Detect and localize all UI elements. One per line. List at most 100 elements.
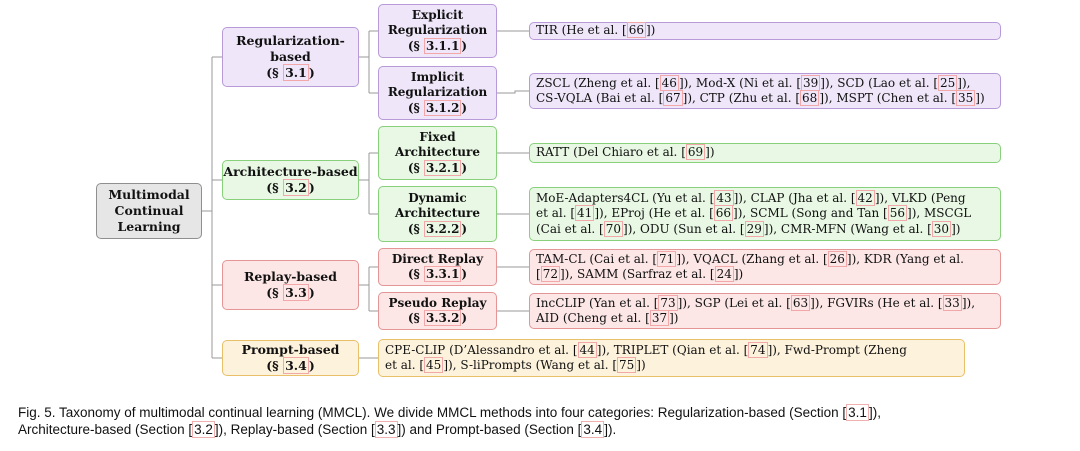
section-ref: (§ 3.1.1) — [407, 37, 468, 54]
figure-caption: Fig. 5. Taxonomy of multimodal continual… — [18, 404, 1078, 438]
ref-number[interactable]: 66 — [626, 22, 646, 39]
subcategory-label: Explicit — [411, 7, 464, 22]
category-label: Architecture-based — [223, 164, 358, 179]
method-line: et al. [41]), EProj (He et al. [66]), SC… — [536, 205, 972, 222]
ref-number[interactable]: 75 — [617, 357, 637, 373]
caption-line: Fig. 5. Taxonomy of multimodal continual… — [18, 404, 881, 421]
section-number[interactable]: 3.2 — [283, 179, 309, 196]
ref-number[interactable]: 45 — [424, 357, 444, 373]
ref-number[interactable]: 25 — [938, 74, 958, 91]
ref-number[interactable]: 3.2 — [192, 421, 215, 438]
ref-number[interactable]: 29 — [744, 220, 764, 237]
ref-number[interactable]: 69 — [685, 144, 706, 161]
connector — [497, 90, 529, 94]
section-ref: (§ 3.3) — [266, 284, 315, 301]
subcategory-label: Architecture — [395, 206, 480, 221]
section-ref: (§ 3.2.1) — [407, 159, 468, 176]
methods-text: RATT (Del Chiaro et al. [69]) — [536, 144, 715, 161]
ref-number[interactable]: 33 — [942, 294, 962, 311]
section-ref: (§ 3.1.2) — [407, 99, 468, 116]
ref-number[interactable]: 43 — [714, 189, 734, 206]
category-reg: Regularization-based(§ 3.1) — [222, 27, 359, 87]
methods-replay-0: TAM-CL (Cai et al. [71]), VQACL (Zhang e… — [529, 249, 1001, 285]
subcategory-replay-1: Pseudo Replay(§ 3.3.2) — [378, 292, 497, 330]
ref-number[interactable]: 44 — [577, 341, 597, 358]
ref-number[interactable]: 46 — [659, 74, 679, 91]
ref-number[interactable]: 41 — [575, 205, 595, 222]
ref-number[interactable]: 70 — [603, 220, 623, 237]
subcategory-replay-0: Direct Replay(§ 3.3.1) — [378, 248, 497, 286]
section-number[interactable]: 3.2.1 — [424, 159, 462, 176]
methods-reg-1: ZSCL (Zheng et al. [46]), Mod-X (Ni et a… — [529, 73, 1001, 109]
method-line: (Cai et al. [70]), ODU (Sun et al. [29])… — [536, 220, 961, 237]
methods-arch-0: RATT (Del Chiaro et al. [69]) — [529, 143, 1001, 163]
ref-number[interactable]: 35 — [956, 90, 976, 106]
methods-text: TAM-CL (Cai et al. [71]), VQACL (Zhang e… — [536, 250, 964, 283]
section-number[interactable]: 3.3 — [283, 284, 309, 301]
subcategory-label: Architecture — [395, 145, 480, 160]
methods-prompt: CPE-CLIP (D’Alessandro et al. [44]), TRI… — [378, 339, 965, 377]
ref-number[interactable]: 3.4 — [581, 421, 605, 438]
methods-text: TIR (He et al. [66]) — [536, 22, 656, 39]
methods-text: ZSCL (Zheng et al. [46]), Mod-X (Ni et a… — [536, 74, 985, 107]
section-ref: (§ 3.3.2) — [407, 310, 468, 326]
section-ref: (§ 3.2.2) — [407, 220, 468, 237]
section-ref: (§ 3.3.1) — [407, 266, 468, 282]
category-label: based — [270, 49, 311, 64]
section-number[interactable]: 3.1.2 — [424, 99, 462, 116]
method-line: MoE-Adapters4CL (Yu et al. [43]), CLAP (… — [536, 189, 966, 206]
methods-replay-1: IncCLIP (Yan et al. [73]), SGP (Lei et a… — [529, 293, 1001, 329]
ref-number[interactable]: 42 — [855, 189, 875, 206]
section-ref: (§ 3.4) — [266, 357, 315, 374]
section-ref: (§ 3.2) — [266, 179, 315, 196]
ref-number[interactable]: 56 — [887, 205, 907, 222]
category-prompt: Prompt-based(§ 3.4) — [222, 340, 359, 376]
section-number[interactable]: 3.4 — [283, 357, 309, 374]
section-number[interactable]: 3.1 — [283, 64, 309, 81]
ref-number[interactable]: 71 — [657, 250, 677, 267]
ref-number[interactable]: 30 — [931, 220, 952, 237]
ref-number[interactable]: 74 — [748, 341, 768, 358]
section-ref: (§ 3.1) — [266, 64, 315, 81]
method-line: TAM-CL (Cai et al. [71]), VQACL (Zhang e… — [536, 250, 964, 267]
root-label: Continual — [114, 203, 184, 218]
section-number[interactable]: 3.3.2 — [424, 310, 462, 326]
category-label: Prompt-based — [241, 342, 340, 357]
caption-line: Architecture-based (Section [3.2]), Repl… — [18, 421, 617, 438]
section-number[interactable]: 3.3.1 — [424, 266, 462, 282]
method-line: [72]), SAMM (Sarfraz et al. [24]) — [536, 266, 744, 282]
ref-number[interactable]: 68 — [800, 90, 820, 106]
category-label: Replay-based — [244, 269, 337, 284]
subcategory-label: Fixed — [419, 129, 456, 144]
subcategory-label: Implicit — [410, 69, 465, 84]
root-label: Multimodal — [108, 187, 190, 202]
method-line: TIR (He et al. [66]) — [536, 22, 656, 39]
ref-number[interactable]: 37 — [649, 310, 670, 326]
subcategory-label: Dynamic — [408, 190, 467, 205]
section-number[interactable]: 3.1.1 — [424, 37, 462, 54]
ref-number[interactable]: 66 — [713, 205, 734, 222]
category-label: Regularization- — [236, 33, 345, 48]
ref-number[interactable]: 3.3 — [374, 421, 398, 438]
ref-number[interactable]: 39 — [801, 74, 821, 91]
methods-reg-0: TIR (He et al. [66]) — [529, 22, 1001, 40]
ref-number[interactable]: 63 — [790, 294, 811, 311]
methods-text: CPE-CLIP (D’Alessandro et al. [44]), TRI… — [385, 341, 907, 374]
section-number[interactable]: 3.2.2 — [424, 220, 462, 237]
ref-number[interactable]: 26 — [827, 250, 847, 267]
subcategory-label: Regularization — [387, 85, 488, 100]
ref-number[interactable]: 72 — [540, 266, 560, 282]
method-line: IncCLIP (Yan et al. [73]), SGP (Lei et a… — [536, 294, 976, 311]
method-line: CPE-CLIP (D’Alessandro et al. [44]), TRI… — [385, 341, 907, 358]
ref-number[interactable]: 3.1 — [846, 404, 869, 421]
subcategory-label: Regularization — [387, 23, 488, 38]
ref-number[interactable]: 67 — [663, 90, 683, 106]
ref-number[interactable]: 24 — [714, 266, 734, 282]
ref-number[interactable]: 73 — [658, 294, 678, 311]
methods-text: IncCLIP (Yan et al. [73]), SGP (Lei et a… — [536, 294, 976, 327]
